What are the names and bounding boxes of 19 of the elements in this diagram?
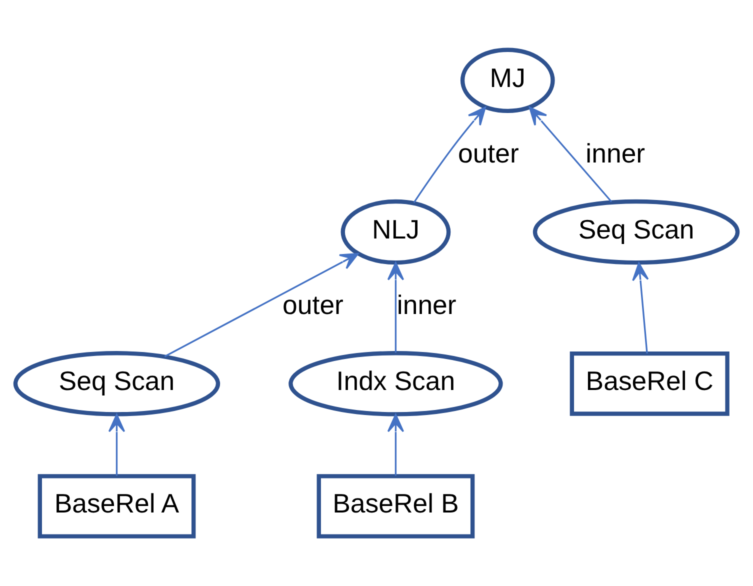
node-ellipse: Seq Scan	[13, 351, 220, 416]
arrow	[413, 106, 486, 204]
arrow	[164, 253, 359, 358]
arrow	[632, 262, 649, 354]
arrow	[528, 106, 612, 202]
node-box: BaseRel B	[316, 474, 475, 538]
node-box: BaseRel C	[570, 352, 730, 416]
edge-label: outer	[458, 138, 519, 169]
node-ellipse: Seq Scan	[532, 199, 740, 265]
edge-label: inner	[396, 290, 456, 320]
edge-label: outer	[282, 290, 344, 320]
arrow	[387, 262, 404, 353]
arrow	[108, 414, 126, 476]
node-ellipse: NLJ	[340, 199, 451, 265]
node-ellipse: Indx Scan	[288, 351, 503, 416]
arrow	[387, 414, 404, 476]
node-box: BaseRel A	[38, 474, 196, 538]
node-ellipse: MJ	[460, 48, 555, 114]
edge-label: inner	[586, 138, 646, 169]
